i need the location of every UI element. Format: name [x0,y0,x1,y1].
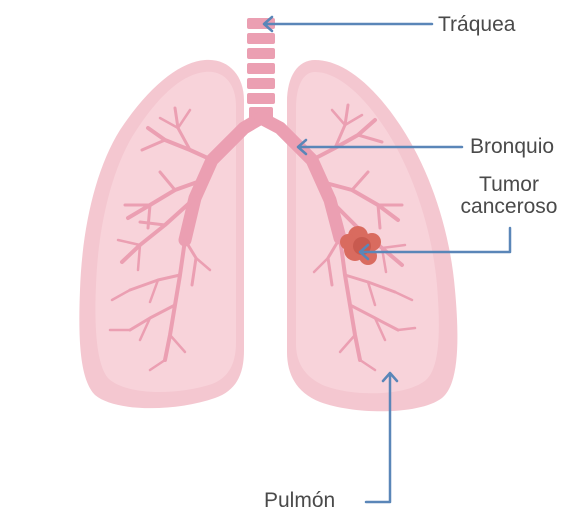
trachea-label: Tráquea [438,14,515,36]
trachea-ring [247,63,275,74]
left-lung [79,60,244,408]
tumor-label-line1: Tumor [448,174,570,196]
right-lung-inner [296,72,439,393]
trachea-pointer [264,17,432,31]
trachea-ring [247,93,275,104]
trachea-ring [247,78,275,89]
tumor-label: Tumor canceroso [448,174,570,218]
tumor-label-line2: canceroso [448,196,570,218]
lung-label: Pulmón [264,490,335,512]
trachea [247,18,275,121]
bronchus-label: Bronquio [470,136,554,158]
trachea-ring [247,48,275,59]
trachea-ring [247,33,275,44]
